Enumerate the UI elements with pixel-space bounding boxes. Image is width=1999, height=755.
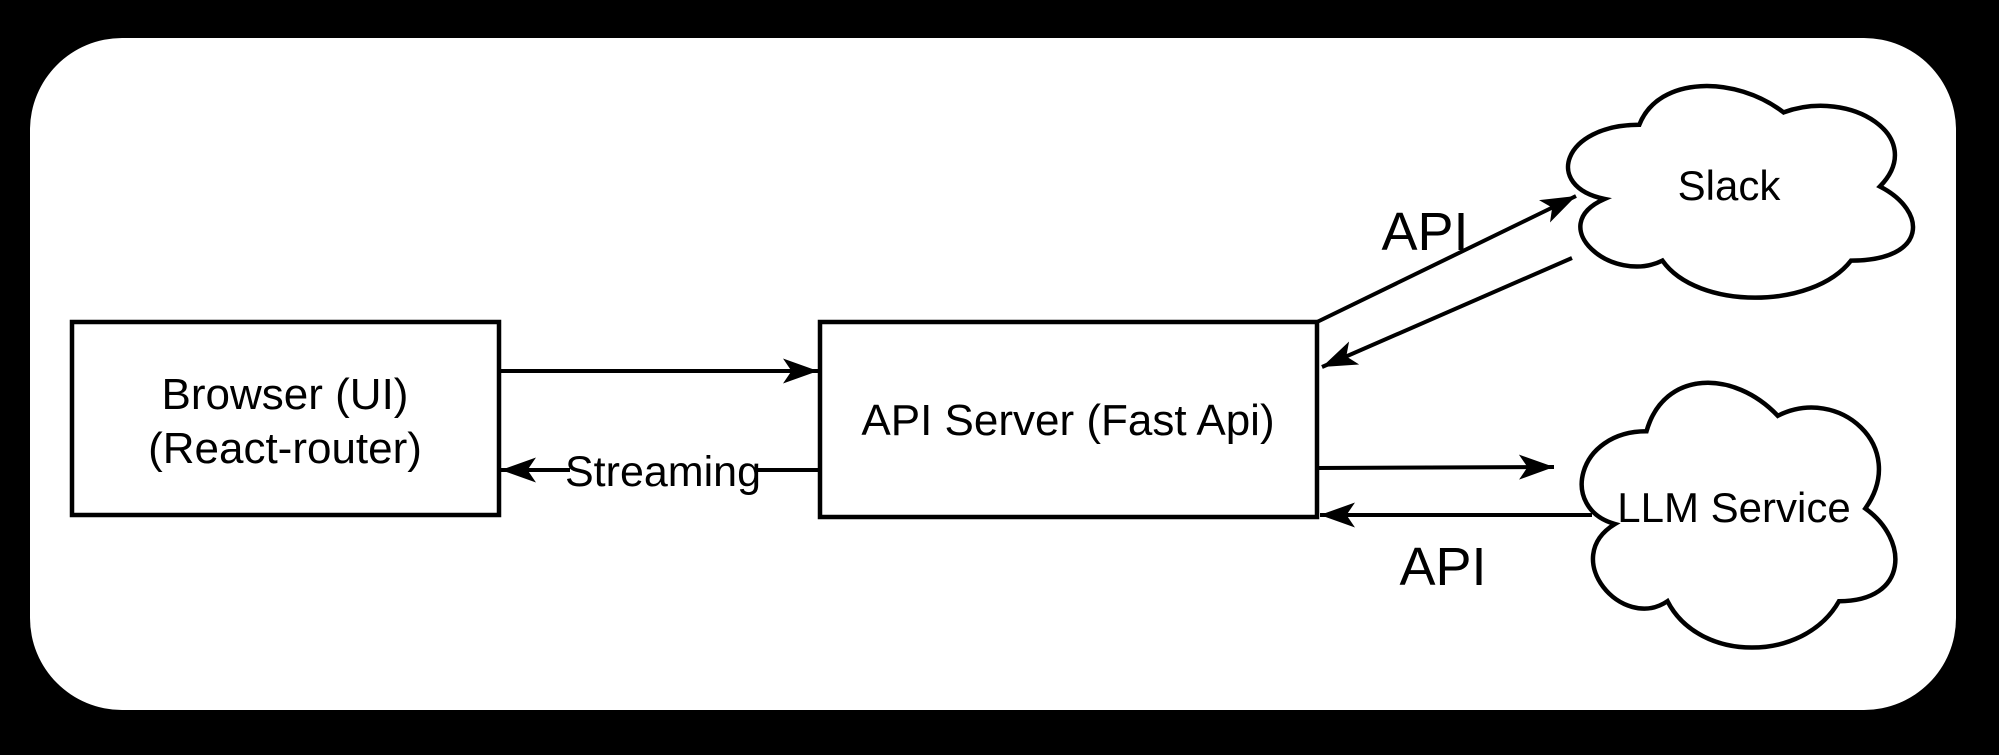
slack-api-label: API	[1381, 202, 1468, 262]
browser-node-box	[69, 319, 502, 518]
llm-service-cloud-label: LLM Service	[1617, 484, 1850, 531]
slack-cloud-shape	[1565, 83, 1916, 300]
edges: Streaming API API	[499, 194, 1592, 597]
llm-service-cloud-shape	[1579, 380, 1898, 650]
llm-api-label: API	[1399, 537, 1486, 597]
arrow-api-to-llm	[1316, 454, 1555, 480]
browser-node-label-line2: (React-router)	[148, 424, 422, 473]
api-server-node-label: API Server (Fast Api)	[861, 396, 1274, 445]
streaming-label-mask	[570, 447, 756, 494]
api-server-node: API Server (Fast Api)	[817, 319, 1320, 520]
browser-node-label-line1: Browser (UI)	[162, 370, 409, 419]
streaming-label: Streaming	[565, 448, 761, 496]
slack-cloud: Slack	[1565, 83, 1916, 300]
arrow-api-to-slack	[1316, 194, 1577, 324]
llm-service-cloud: LLM Service	[1579, 380, 1898, 650]
api-server-node-box	[817, 319, 1320, 520]
arrow-slack-to-api	[1321, 256, 1573, 369]
slack-cloud-label: Slack	[1678, 162, 1782, 209]
browser-node: Browser (UI) (React-router)	[69, 319, 502, 518]
